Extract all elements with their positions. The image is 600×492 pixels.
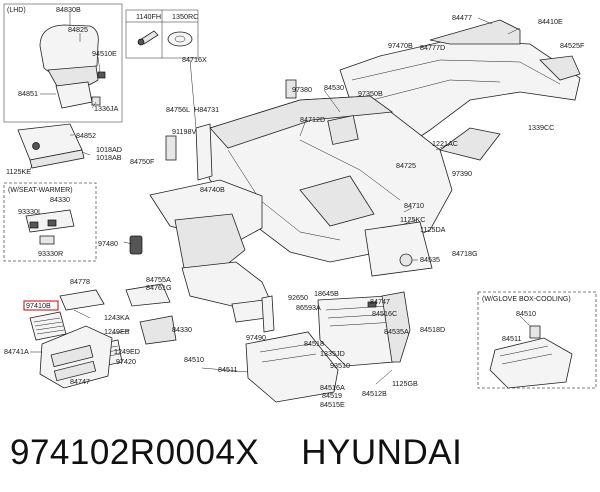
callout-84510-cooling: 84510 [516, 309, 536, 318]
callout-84712D: 84712D [300, 115, 325, 124]
callout-84825: 84825 [68, 25, 88, 34]
callout-84756L: 84756L [166, 105, 190, 114]
callout-1335JD: 1335JD [320, 349, 345, 358]
callout-93330R: 93330R [38, 249, 63, 258]
callout-97350B: 97350B [358, 89, 383, 98]
callout-84512B: 84512B [362, 389, 387, 398]
lhd-group-box [3, 3, 123, 123]
callout-84750F: 84750F [130, 157, 155, 166]
callout-1336JA: 1336JA [94, 104, 119, 113]
leader-lines [29, 12, 531, 385]
callout-1125KE: 1125KE [6, 167, 31, 176]
callout-97380: 97380 [292, 85, 312, 94]
misc-small-parts [165, 79, 297, 333]
callout-93510: 93510 [330, 361, 350, 370]
callout-1249EB: 1249EB [104, 327, 130, 336]
callout-84330: 84330 [172, 325, 192, 334]
center-fascia-panel-part [129, 179, 263, 271]
callout-84516C: 84516C [372, 309, 397, 318]
callout-H84731: H84731 [194, 105, 219, 114]
callout-84830B: 84830B [56, 5, 81, 14]
callout-84477: 84477 [452, 13, 472, 22]
glove-box-cooling-variant-part [489, 325, 573, 389]
callout-labels: 84830B 84825 94510E 84851 1336JA 1140FH … [4, 5, 585, 409]
callout-1018AB: 1018AB [96, 153, 122, 162]
clip-ring-icon [167, 31, 193, 47]
callout-1221AC: 1221AC [432, 139, 458, 148]
callout-86593A: 86593A [296, 303, 321, 312]
callout-84330-warmer: 84330 [50, 195, 70, 204]
callout-97470B: 97470B [388, 41, 413, 50]
lower-crash-pad-panel-part [17, 123, 85, 169]
screw-icon [137, 30, 159, 46]
cluster-hood-part [39, 24, 106, 109]
callout-97410B: 97410B [26, 301, 51, 310]
caption-bar: 974102R0004X HYUNDAI [10, 425, 590, 481]
callout-97480: 97480 [98, 239, 118, 248]
callout-1243KA: 1243KA [104, 313, 130, 322]
callout-84511: 84511 [218, 365, 237, 374]
heater-control-panel-part [39, 325, 113, 389]
seat-warmer-box [3, 182, 97, 262]
callout-97420: 97420 [116, 357, 136, 366]
callout-1140FH: 1140FH [136, 12, 161, 21]
callout-91198V: 91198V [172, 127, 196, 136]
callout-1350RC: 1350RC [172, 12, 198, 21]
callout-84718G: 84718G [452, 249, 478, 258]
variant-lhd-label: (LHD) [7, 7, 26, 14]
callout-84530: 84530 [324, 83, 344, 92]
callout-84535: 84535 [420, 255, 440, 264]
callout-84747: 84747 [70, 377, 90, 386]
callout-84741A: 84741A [4, 347, 29, 356]
callout-84518: 84518 [304, 339, 324, 348]
callout-1125DA: 1125DA [420, 225, 446, 234]
lower-cover-parts [59, 261, 271, 345]
callout-84518D: 84518D [420, 325, 445, 334]
glove-cooling-box [477, 291, 597, 389]
callout-1339CC: 1339CC [528, 123, 554, 132]
crash-pad-main-part [199, 95, 453, 277]
callout-84725: 84725 [396, 161, 416, 170]
callout-84852: 84852 [76, 131, 96, 140]
callout-84511-cooling: 84511 [502, 334, 521, 343]
highlight-box-97410B [23, 300, 59, 311]
callout-84761G: 84761G [146, 283, 172, 292]
callout-84525F: 84525F [560, 41, 585, 50]
callout-84755A: 84755A [146, 275, 171, 284]
callout-84740B: 84740B [200, 185, 225, 194]
seat-warmer-switch-part [25, 209, 75, 245]
callout-1125GB: 1125GB [392, 379, 418, 388]
callout-84778: 84778 [70, 277, 90, 286]
variant-seat-warmer-label: (W/SEAT-WARMER) [8, 187, 73, 194]
part-number-caption: 974102R0004X [10, 433, 260, 472]
brand-caption: HYUNDAI [301, 433, 463, 472]
callout-18645B: 18645B [314, 289, 339, 298]
callout-84535A: 84535A [384, 327, 409, 336]
callout-84519: 84519 [322, 391, 342, 400]
callout-1125KC: 1125KC [400, 215, 425, 224]
callout-93330L: 93330L [18, 207, 42, 216]
callout-1249ED: 1249ED [114, 347, 140, 356]
glove-box-part [245, 253, 413, 403]
callout-84716X: 84716X [182, 55, 207, 64]
callout-97390: 97390 [452, 169, 472, 178]
callout-84851: 84851 [18, 89, 38, 98]
callout-97490: 97490 [246, 333, 266, 342]
callout-84515E: 84515E [320, 400, 345, 409]
parts-diagram: (LHD) (W/SEAT-WARMER) (W/GLOVE BOX-COOLI… [3, 3, 597, 409]
callout-84777D: 84777D [420, 43, 445, 52]
callout-1018AD: 1018AD [96, 145, 122, 154]
callout-84410E: 84410E [538, 17, 563, 26]
callout-92650: 92650 [288, 293, 308, 302]
callout-94510E: 94510E [92, 49, 117, 58]
callout-84747-glove: 84747 [370, 297, 390, 306]
callout-84710: 84710 [404, 201, 424, 210]
callout-84510: 84510 [184, 355, 204, 364]
variant-glove-cooling-label: (W/GLOVE BOX-COOLING) [482, 296, 571, 303]
callout-84516A: 84516A [320, 383, 345, 392]
